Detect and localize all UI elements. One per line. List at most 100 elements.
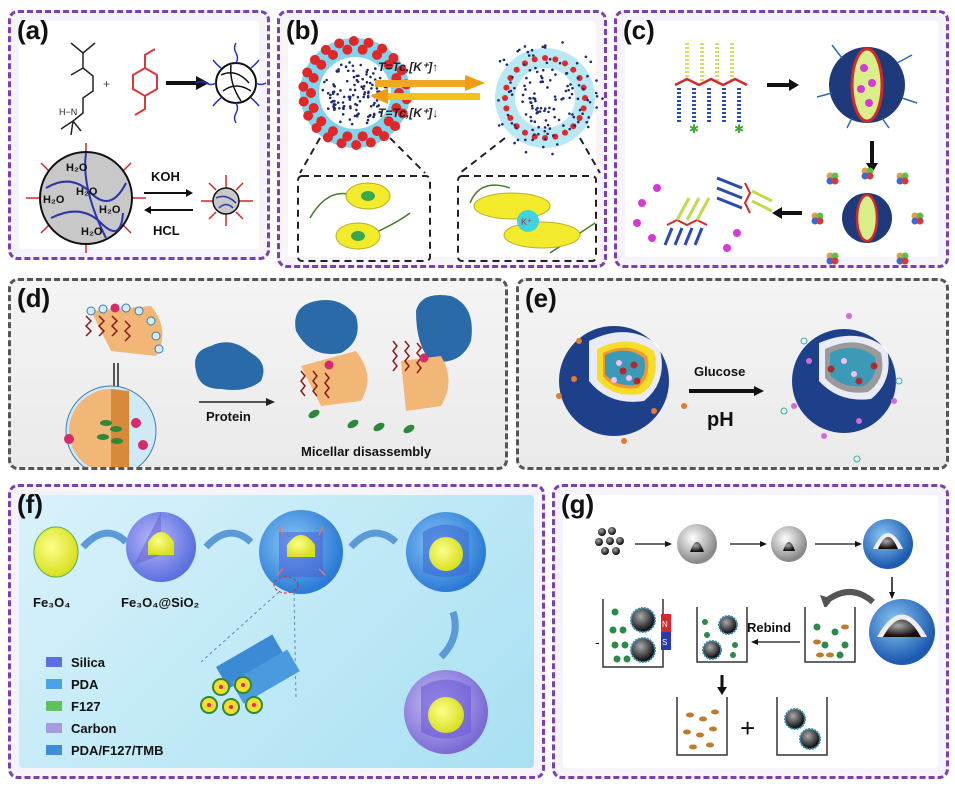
legend-label: PDA — [71, 677, 99, 692]
protein-cluster — [916, 217, 924, 225]
dispersed-bead — [548, 106, 551, 110]
dispersed-bead — [541, 68, 545, 72]
dispersed-bead — [595, 106, 598, 109]
core-bead — [339, 89, 342, 92]
dispersed-bead — [543, 126, 547, 129]
shell-bead — [336, 138, 347, 149]
dispersed-bead — [578, 108, 582, 112]
dispersed-bead — [595, 79, 598, 82]
core-bead — [353, 83, 356, 87]
shell-bead — [379, 131, 390, 142]
forward-arrow-shaft — [375, 80, 465, 87]
dispersed-bead — [539, 75, 543, 78]
fe3o4-label: Fe₃O₄ — [33, 595, 71, 610]
dispersed-bead — [548, 57, 552, 61]
core-bead — [346, 69, 350, 73]
magnet-s-label: S — [662, 638, 667, 647]
panel-a-diagram: H−N + — [26, 42, 267, 253]
magnet-south — [661, 632, 671, 650]
core-bead — [365, 80, 369, 84]
core-bead — [328, 96, 332, 100]
shell-bead — [388, 53, 399, 64]
fe3o4-particle — [33, 526, 79, 578]
coated-particle — [259, 510, 343, 594]
core-bead — [362, 87, 365, 91]
dispersed-bead — [516, 49, 519, 53]
protein-cluster — [826, 177, 834, 185]
panel-a: (a) H−N + — [8, 10, 270, 260]
spherical-micelle — [64, 385, 157, 467]
protein-cluster — [831, 172, 839, 180]
shell-bead — [576, 75, 583, 81]
core-bead — [362, 84, 366, 88]
core-bead — [335, 70, 339, 73]
beaker-rebound — [696, 607, 748, 663]
dispersed-bead — [564, 89, 568, 93]
dispersed-bead — [595, 94, 599, 98]
mesopore-cylinders — [200, 634, 300, 716]
protein-cluster — [831, 177, 839, 185]
shell-bead — [396, 65, 407, 76]
dispersed-bead — [535, 108, 538, 111]
dispersed-bead — [524, 138, 527, 142]
rebind-label: Rebind — [747, 620, 791, 635]
reverse-arrowhead — [370, 88, 388, 104]
dispersed-bead — [539, 106, 543, 110]
core-bead — [348, 118, 352, 121]
core-bead — [366, 94, 370, 98]
released-drug-molecules — [308, 409, 415, 434]
dispersed-bead — [513, 141, 516, 145]
dispersed-bead — [533, 120, 537, 123]
dispersed-bead — [562, 124, 565, 127]
shell-bead — [322, 132, 333, 143]
crosslinker-structure — [132, 48, 158, 116]
legend-swatch — [46, 723, 62, 733]
core-bead — [372, 113, 376, 117]
protein-cluster — [901, 177, 909, 185]
reverse-reagent: HCL — [153, 223, 180, 238]
shell-bead — [308, 103, 319, 114]
dispersed-bead — [505, 63, 509, 66]
dispersed-bead — [538, 110, 542, 113]
core-bead — [355, 103, 359, 107]
fe3o4-sio2-label: Fe₃O₄@SiO₂ — [121, 595, 200, 610]
dispersed-bead — [589, 60, 593, 64]
dispersed-bead — [528, 68, 532, 72]
monomer-structure — [60, 42, 96, 136]
loaded-micelle — [816, 44, 918, 129]
beaker-template-released — [676, 697, 728, 756]
curved-arrow — [823, 589, 875, 605]
dispersed-bead — [533, 92, 536, 95]
panel-b: (b) T=Tc,[K⁺]↑ T=Tc,[K⁺]↓ — [277, 10, 607, 268]
dispersed-bead — [571, 87, 574, 90]
swollen-nanogel: H₂O H₂O H₂O H₂O H₂O — [26, 143, 146, 253]
shell-bead — [328, 49, 338, 60]
core-bead — [325, 78, 328, 82]
dispersed-bead — [543, 129, 547, 133]
magnet-north — [661, 614, 671, 632]
shell-bead — [351, 139, 362, 150]
synthesis-arrow — [438, 610, 459, 660]
dispersed-bead — [544, 44, 547, 47]
step-arrowhead — [789, 79, 799, 91]
core-bead — [361, 77, 364, 81]
legend-label: PDA/F127/TMB — [71, 743, 163, 758]
micelle-swollen — [495, 41, 604, 156]
minus-sign: - — [595, 634, 600, 650]
core-bead — [355, 108, 358, 112]
core-bead — [333, 107, 337, 110]
shell-bead — [552, 56, 559, 63]
dispersed-bead — [535, 70, 539, 74]
dispersed-bead — [513, 86, 516, 90]
reverse-condition: T=Tc,[K⁺]↓ — [378, 106, 438, 120]
dispersed-bead — [532, 96, 535, 100]
shell-bead — [365, 137, 376, 148]
core-bead — [373, 101, 376, 105]
red-shell-beads — [298, 36, 412, 150]
core-bead — [339, 120, 342, 124]
plus-sign: + — [740, 713, 755, 743]
dispersed-bead — [531, 54, 535, 57]
ligand-star-icon: ✱ — [689, 122, 699, 136]
dispersed-bead — [568, 96, 572, 100]
shell-bead — [513, 66, 520, 73]
